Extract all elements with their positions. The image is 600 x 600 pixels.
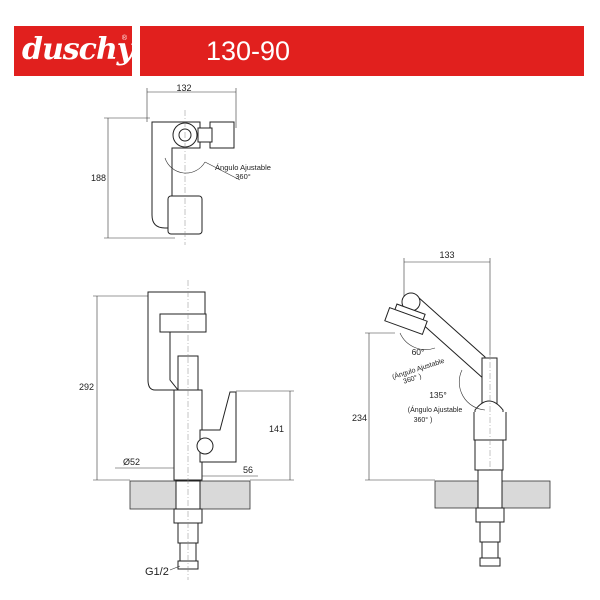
top-angle-value: 360° <box>235 172 251 181</box>
top-height-dim: 188 <box>91 173 106 183</box>
angle2-value: 135° <box>429 390 447 400</box>
model-number: 130-90 <box>206 36 291 66</box>
angled-view: 133 234 60° (Ángulo Ajustable 360° ) 135… <box>352 250 551 567</box>
side-height-dim: 292 <box>79 382 94 392</box>
thread-label: G1/2 <box>145 566 169 578</box>
angle1-value: 60° <box>412 347 425 357</box>
side-diameter-dim: Ø52 <box>123 457 140 467</box>
angle2-note: (Ángulo Ajustable <box>408 405 463 414</box>
brand-logo: duschy <box>22 32 134 67</box>
angle2-note2: 360° ) <box>414 416 433 424</box>
top-view: 132 188 Ángulo Ajustable 360° <box>91 83 271 245</box>
title-bar: 130-90 <box>140 26 584 76</box>
brand-logo-box: duschy ® <box>14 26 134 76</box>
registered-mark: ® <box>121 35 127 42</box>
side-spout-dim: 141 <box>269 424 284 434</box>
top-angle-label: Ángulo Ajustable <box>215 163 271 172</box>
angled-height-dim: 234 <box>352 413 367 423</box>
side-handle-dim: 56 <box>243 465 253 475</box>
angled-width-dim: 133 <box>439 250 454 260</box>
top-width-dim: 132 <box>176 83 191 93</box>
side-view: 292 141 Ø52 56 G1/2 <box>79 280 294 580</box>
